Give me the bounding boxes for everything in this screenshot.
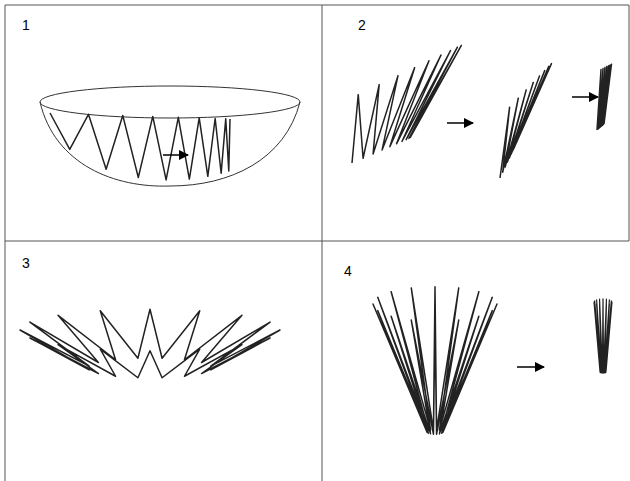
panel-number: 4 [344,264,352,278]
panel-number: 1 [22,18,30,32]
panel-number: 3 [22,256,30,270]
step-arrow [447,122,473,124]
step-arrow [517,366,544,368]
folded-crown [594,299,612,373]
folding-crown [20,309,280,378]
panel-frame [5,5,629,481]
folding-crown [373,287,497,435]
folded-strip [597,64,611,130]
panel-number: 2 [358,18,366,32]
folding-strip [352,45,461,163]
folding-strip [50,113,230,180]
folding-strip [500,64,551,178]
bowl-surface [40,102,300,186]
step-arrow [572,96,598,98]
step-arrow [163,154,188,156]
bowl-rim [40,86,300,118]
